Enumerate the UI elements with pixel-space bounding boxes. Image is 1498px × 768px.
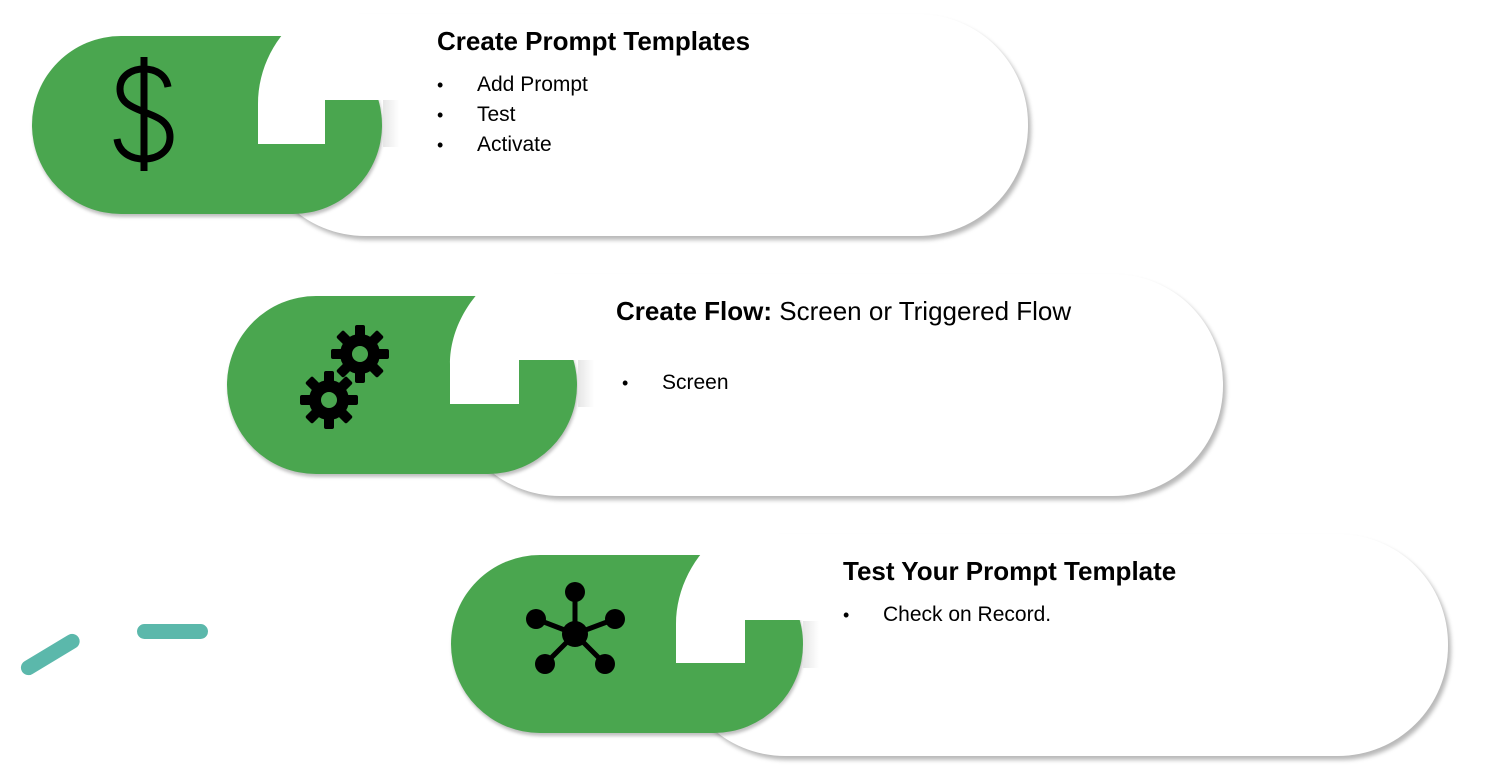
teal-dash-2 <box>137 624 208 639</box>
step-1-icon-pill <box>32 36 382 214</box>
teal-dash-1 <box>18 631 83 678</box>
step-3-icon-pill <box>451 555 803 733</box>
step-2-icon-pill <box>227 296 577 474</box>
